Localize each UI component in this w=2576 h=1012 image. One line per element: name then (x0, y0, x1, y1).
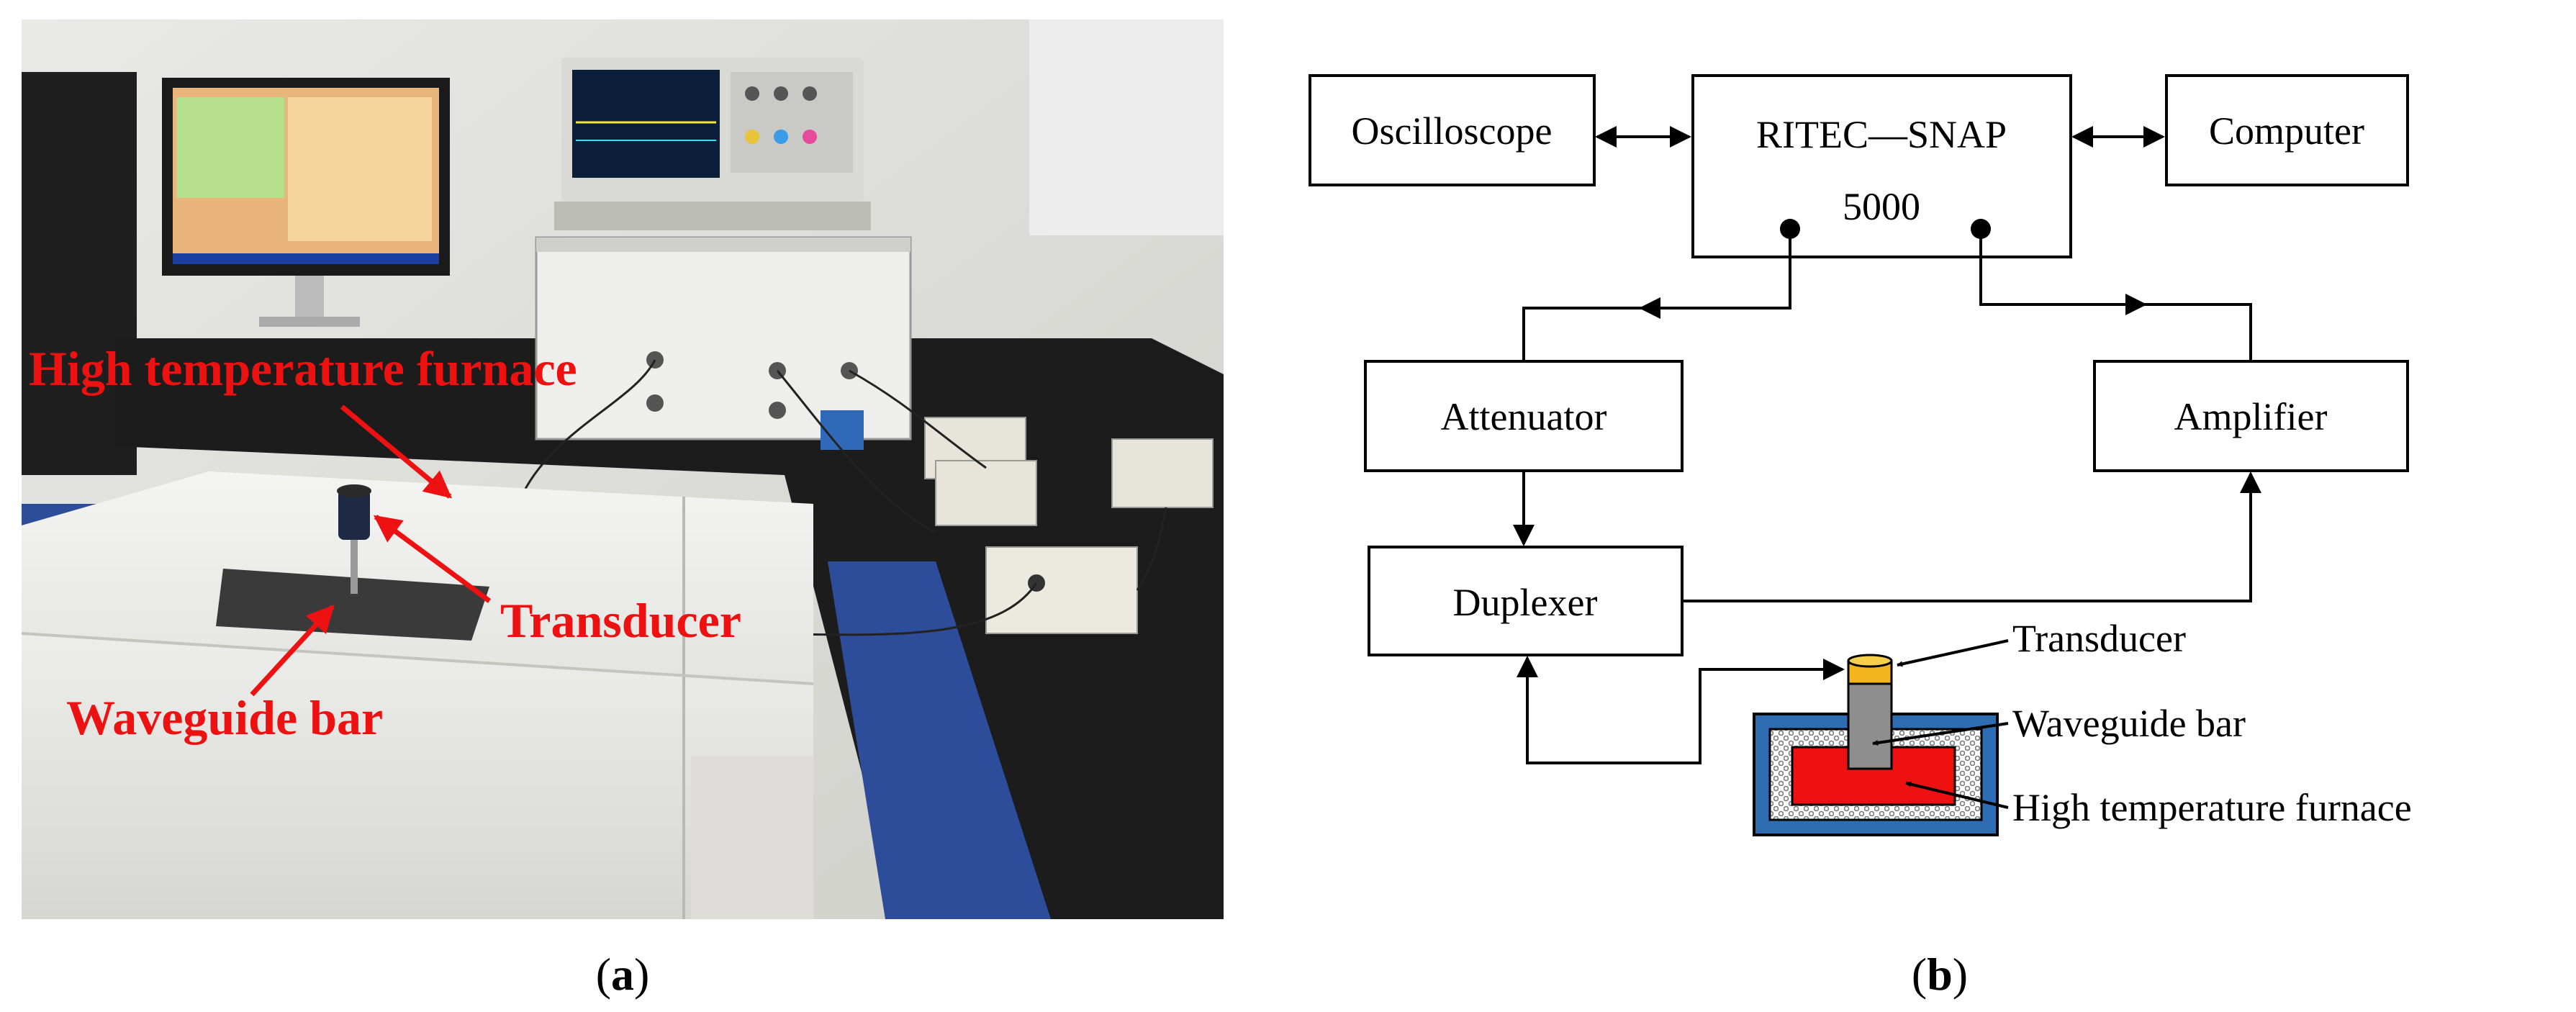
photo-panel: High temperature furnace Transducer Wave… (21, 19, 1224, 919)
diagram-connectors (1513, 126, 2261, 764)
ritec-output-port-icon (1780, 219, 1800, 239)
furnace-arrow (340, 405, 452, 499)
photo-cables (374, 359, 1167, 636)
ritec-label-line2: 5000 (1843, 185, 1920, 228)
duplexer-box (1368, 546, 1684, 656)
photo-label-transducer: Transducer (500, 593, 741, 648)
amplifier-label: Amplifier (2174, 395, 2328, 438)
duplexer-transducer-link (1517, 656, 1845, 764)
furnace-schematic (1753, 654, 1999, 836)
amplifier-box (2093, 360, 2409, 472)
furnace-leader (1905, 781, 2009, 809)
waveguide-bar (1847, 681, 1893, 770)
attenuator-label: Attenuator (1441, 395, 1607, 438)
ritec-input-port-icon (1971, 219, 1991, 239)
blue-cabinet-door (828, 561, 1051, 919)
block-diagram: Oscilloscope RITEC—SNAP 5000 Computer At… (1309, 74, 2412, 836)
furnace-label: High temperature furnace (2012, 786, 2412, 829)
caption-a: (a) (596, 949, 650, 1000)
duplexer-label: Duplexer (1453, 581, 1598, 624)
instrument-boxes (821, 410, 1214, 634)
furnace-photo (21, 471, 814, 919)
waveguide-leader (1872, 722, 2009, 746)
ritec-label-line1: RITEC—SNAP (1756, 113, 2007, 156)
computer-label: Computer (2209, 109, 2364, 153)
computer-monitor (162, 78, 450, 327)
transducer-top-icon (1847, 654, 1893, 668)
tiled-wall (1029, 19, 1224, 235)
transducer-label: Transducer (2012, 617, 2186, 660)
oscilloscope-label: Oscilloscope (1352, 109, 1553, 153)
annotation-arrows (250, 405, 492, 697)
oscilloscope-box (1309, 74, 1596, 186)
caption-b: (b) (1912, 949, 1968, 1000)
transducer-arrow (373, 515, 492, 603)
transducer-leader (1897, 639, 2009, 667)
attenuator-box (1364, 360, 1684, 472)
ritec-unit (535, 236, 912, 441)
photo-label-waveguide: Waveguide bar (66, 690, 383, 745)
leader-lines (1872, 639, 2009, 809)
waveguide-arrow (250, 605, 335, 697)
photo-label-furnace: High temperature furnace (29, 341, 577, 396)
oscilloscope-device (554, 58, 871, 230)
computer-box (2165, 74, 2409, 186)
waveguide-label: Waveguide bar (2012, 702, 2246, 745)
ritec-box (1691, 74, 2072, 258)
duplexer-amplifier-link (1682, 471, 2261, 602)
